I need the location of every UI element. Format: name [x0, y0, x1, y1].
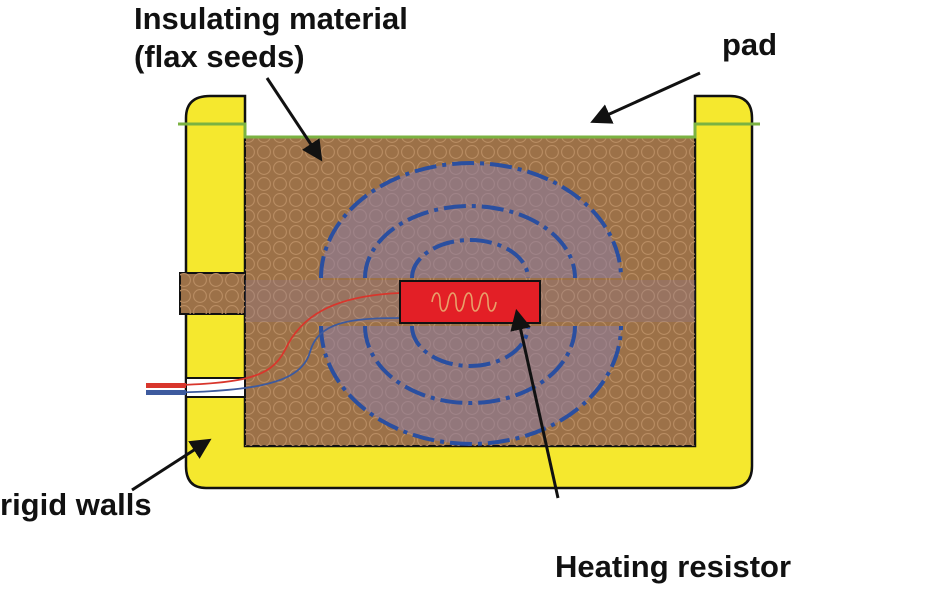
label-heating-resistor: Heating resistor: [555, 549, 792, 584]
field-line-outer-top: [319, 161, 623, 279]
field-line-mid-top: [363, 204, 577, 279]
arrow-heating-resistor: [510, 308, 560, 499]
field-line-inner-bottom: [410, 325, 530, 368]
wire-blue: [145, 317, 401, 394]
cable-end-red: [146, 383, 186, 388]
field-line-outer-bottom: [319, 325, 623, 446]
heating-resistor-coil: [431, 292, 497, 312]
arrow-pad: [590, 71, 701, 124]
arrow-insulating-material: [265, 77, 323, 162]
field-line-mid-bottom: [363, 325, 577, 405]
cable-end-blue: [146, 390, 186, 395]
field-lines: [319, 161, 623, 446]
label-insulating-material-line2: (flax seeds): [134, 39, 305, 74]
wire-red: [145, 292, 401, 387]
label-rigid-walls: rigid walls: [0, 487, 152, 522]
label-pad: pad: [722, 27, 778, 62]
field-region-bottom: [321, 326, 621, 444]
field-region-top: [321, 163, 621, 278]
wall-vent-texture: [180, 273, 245, 314]
label-insulating-material-line1: Insulating material: [134, 1, 408, 36]
arrow-rigid-walls: [131, 438, 212, 492]
field-line-inner-top: [410, 238, 530, 279]
pad-line: [178, 122, 760, 139]
